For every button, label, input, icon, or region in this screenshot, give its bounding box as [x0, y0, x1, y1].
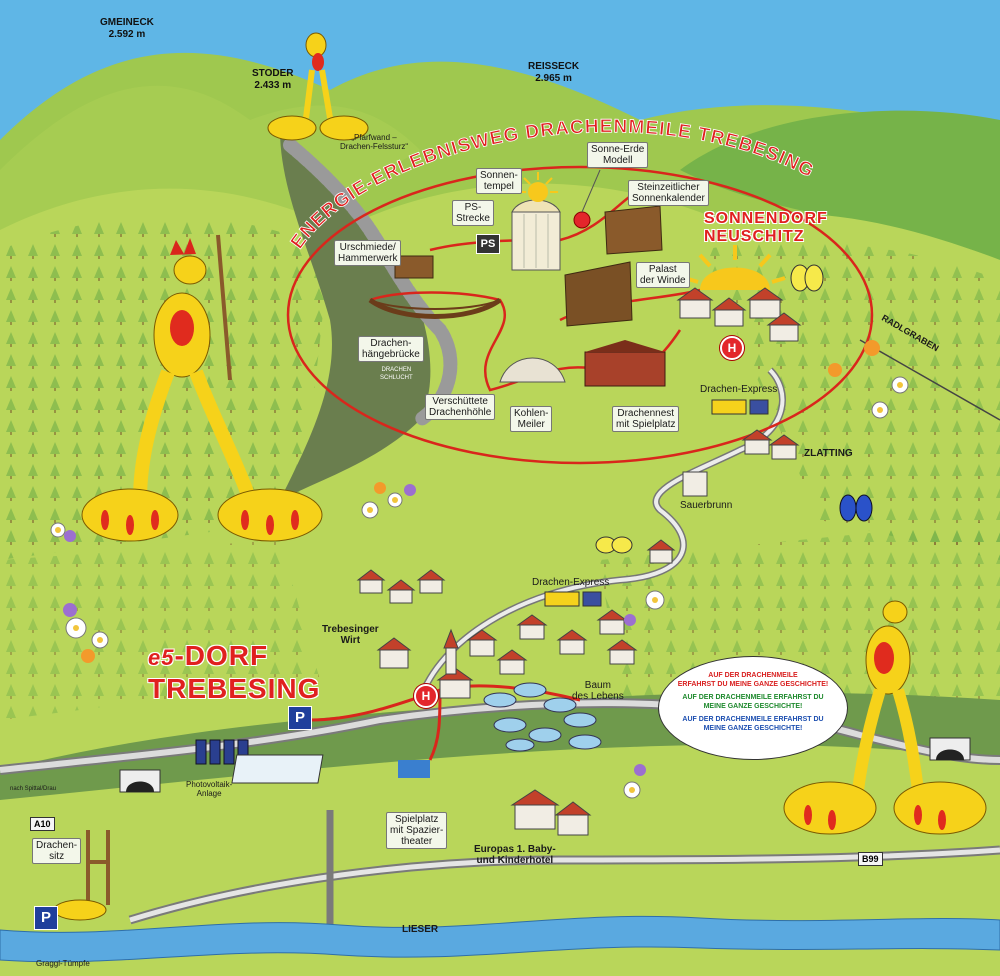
label-kinderhotel: Europas 1. Baby- und Kinderhotel [474, 844, 556, 866]
label-verschuettete: Verschüttete Drachenhöhle [425, 394, 496, 420]
dragon-mascot-right [783, 600, 987, 835]
butterfly-icon [595, 264, 873, 554]
label-steinzeit: Steinzeitlicher Sonnenkalender [628, 180, 709, 206]
peak-height: 2.965 m [535, 73, 572, 84]
label-kohlenmeiler: Kohlen- Meiler [510, 406, 553, 432]
label-drachen-express-1: Drachen-Express [700, 384, 778, 395]
peak-name: REISSECK [528, 61, 580, 72]
label-sonne-erde: Sonne-Erde Modell [587, 142, 649, 168]
label-graggl: Graggl-Tümpfe [36, 959, 90, 968]
edorf-line2: TREBESING [148, 673, 321, 704]
river-lieser [0, 915, 1000, 963]
bus-icon [544, 399, 769, 607]
dragon-mascot-left [81, 234, 323, 542]
label-baum-des-lebens: Baum des Lebens [572, 680, 624, 702]
flower-icon [50, 340, 909, 799]
label-sonnentempel: Sonnen- tempel [476, 168, 522, 194]
label-spielplatz: Spielplatz mit Spazier- theater [386, 812, 448, 849]
sonnendorf-line1: SONNENDORF [704, 210, 828, 227]
peak-gmeineck: GMEINECK 2.592 m [100, 17, 154, 41]
speech-bubble: AUF DER DRACHENMEILE ERFAHRST DU MEINE G… [658, 656, 848, 760]
bus-stop-sign-village: H [414, 684, 438, 708]
dragon-mascot-top [267, 32, 369, 141]
palisade-buildings [564, 205, 666, 387]
label-palast: Palast der Winde [636, 262, 690, 288]
label-zlatting: ZLATTING [804, 448, 853, 459]
edorf-title: e5-DORF TREBESING [148, 640, 320, 704]
label-haengebruecke: Drachen- hängebrücke [358, 336, 424, 362]
peak-stoder: STODER 2.433 m [252, 68, 294, 92]
peak-height: 2.592 m [108, 29, 146, 40]
speech-red: AUF DER DRACHENMEILE ERFAHRST DU MEINE G… [677, 672, 829, 688]
label-urschmiede: Urschmiede/ Hammerwerk [334, 240, 402, 266]
sonnentempel-building [511, 199, 561, 271]
label-drachennest: Drachennest mit Spielplatz [612, 406, 680, 432]
suspension-bridge [368, 297, 502, 319]
sonnendorf-title: SONNENDORF NEUSCHITZ [704, 210, 828, 246]
ps-sign: PS [476, 234, 500, 254]
label-ps-strecke: PS- Strecke [452, 200, 494, 226]
edorf-line1: -DORF [174, 640, 269, 671]
speech-green: AUF DER DRACHENMEILE ERFAHRST DU MEINE G… [682, 694, 824, 710]
sonnendorf-line2: NEUSCHITZ [704, 228, 805, 245]
label-trebesinger-wirt: Trebesinger Wirt [322, 624, 379, 646]
parking-sign-drachensitz: P [34, 906, 58, 930]
label-sauerbrunn: Sauerbrunn [680, 500, 733, 511]
bus-stop-sign: H [720, 336, 744, 360]
label-schlucht: DRACHEN SCHLUCHT [380, 367, 413, 381]
label-photovoltaik: Photovoltaik- Anlage [186, 780, 233, 798]
label-drachen-express-2: Drachen-Express [532, 577, 610, 588]
baum-des-lebens [483, 682, 602, 752]
rock-stream [283, 138, 458, 427]
sun-icon-neuschitz [684, 245, 786, 290]
gorge [280, 130, 431, 500]
road-shield-b99: B99 [858, 852, 883, 866]
kohlenmeiler [499, 357, 566, 383]
solar-panel-icon [195, 739, 249, 765]
parking-sign: P [288, 706, 312, 730]
label-spittal: nach Spittal/Drau [10, 786, 57, 792]
trail-loop [286, 165, 874, 465]
peak-reisseck: REISSECK 2.965 m [528, 61, 579, 85]
peak-name: STODER [252, 68, 294, 79]
label-drachensitz: Drachen- sitz [32, 838, 82, 864]
e5-logo: e5 [148, 645, 175, 670]
village-houses [356, 539, 676, 836]
label-lieser: LIESER [402, 924, 439, 935]
speech-blue: AUF DER DRACHENMEILE ERFAHRST DU MEINE G… [682, 716, 824, 732]
label-felssturz: „Pfarfwand – Drachen-Felssturz“ [340, 133, 409, 151]
road-shield-a10: A10 [30, 817, 55, 831]
sun-icon [518, 172, 558, 202]
peak-name: GMEINECK [100, 17, 154, 28]
peak-height: 2.433 m [254, 80, 292, 91]
